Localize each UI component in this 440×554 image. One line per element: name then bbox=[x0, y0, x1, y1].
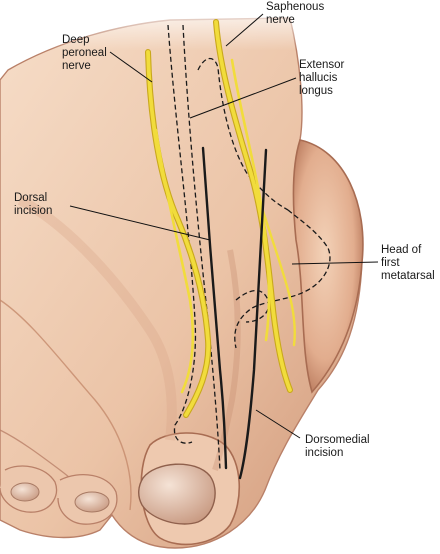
label-extensor-hallucis-longus: Extensor hallucis longus bbox=[299, 59, 345, 97]
leader-head-metatarsal bbox=[291, 261, 379, 265]
leader-dorsomedial bbox=[255, 409, 301, 439]
dorsomedial-incision-line bbox=[238, 148, 268, 480]
extensor-tendon-outline bbox=[167, 24, 331, 471]
deep-peroneal-nerve bbox=[145, 49, 212, 418]
label-dorsomedial-incision: Dorsomedial incision bbox=[305, 434, 370, 459]
leader-extensor bbox=[189, 77, 297, 119]
leader-deep-peroneal bbox=[109, 51, 153, 83]
label-deep-peroneal-nerve: Deep peroneal nerve bbox=[62, 34, 107, 72]
leader-lines bbox=[69, 13, 379, 439]
leader-dorsal-incision bbox=[69, 205, 211, 241]
leader-saphenous bbox=[225, 13, 264, 47]
label-saphenous-nerve: Saphenous nerve bbox=[266, 1, 325, 26]
label-dorsal-incision: Dorsal incision bbox=[14, 192, 53, 217]
label-head-of-first-metatarsal: Head of first metatarsal bbox=[381, 244, 435, 282]
dorsal-incision-line bbox=[201, 146, 228, 470]
